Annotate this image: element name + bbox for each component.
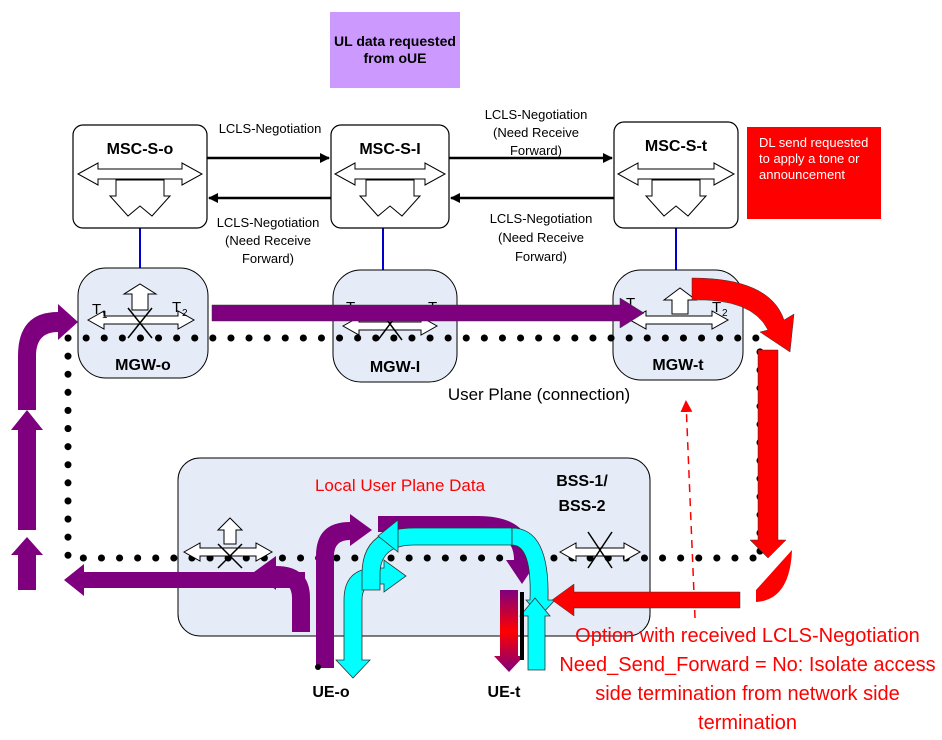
bss-label-line1: BSS-1/: [556, 473, 608, 490]
red-flow-arrow: [749, 349, 787, 559]
switch-icon: [76, 162, 204, 217]
user-plane-label: User Plane (connection): [448, 385, 630, 404]
dashed-annotation-arrow: [680, 400, 696, 619]
purple-flow-arrow: [64, 564, 305, 596]
option-annotation: Option with received LCLS-Negotiation Ne…: [559, 625, 936, 734]
termination-label: 2: [722, 308, 728, 319]
mgw-t-label: MGW-t: [652, 357, 704, 374]
mgw-i-label: MGW-I: [370, 359, 420, 376]
red-flow-arrow: [756, 550, 792, 602]
ue-o-dot: [315, 664, 321, 670]
cyan-flow-arrow: [335, 559, 407, 679]
user-plane-dotted-path: [64, 334, 764, 562]
purple-flow-arrow: [316, 514, 372, 668]
local-user-plane-label: Local User Plane Data: [315, 476, 486, 495]
edge-label: Forward): [515, 249, 567, 264]
edge-label: LCLS-Negotiation: [219, 121, 322, 136]
switch-icon: [86, 283, 196, 339]
purple-flow-arrow: [18, 304, 78, 410]
switch-icon: [628, 287, 730, 330]
msc-s-t-label: MSC-S-t: [645, 138, 708, 155]
termination-label: 2: [182, 308, 188, 319]
purple-flow-arrow: [11, 537, 43, 590]
ue-t-label: UE-t: [488, 684, 522, 701]
edge-label: LCLS-Negotiation: [490, 211, 593, 226]
red-flow-arrow: [691, 277, 795, 353]
edge-label: (Need Receive: [493, 125, 579, 140]
edge-label: (Need Receive: [225, 233, 311, 248]
dl-send-note: DL send requested to apply a tone or ann…: [747, 127, 881, 219]
cyan-flow-arrow: [511, 527, 556, 617]
mgw-o-label: MGW-o: [115, 357, 171, 374]
cyan-flow-arrow: [377, 519, 399, 553]
msc-s-o-label: MSC-S-o: [107, 141, 174, 158]
termination-label: T: [712, 299, 721, 316]
switch-icon: [182, 517, 274, 569]
purple-flow-arrow: [254, 556, 310, 632]
switch-icon: [558, 531, 642, 569]
purple-flow-arrow: [211, 297, 645, 329]
termination-label: 1: [102, 310, 108, 321]
ul-data-note: UL data requested from oUE: [330, 12, 460, 88]
edge-label: (Need Receive: [498, 230, 584, 245]
purple-flow-arrow: [11, 410, 43, 530]
edge-label: Forward): [510, 143, 562, 158]
msc-s-i-label: MSC-S-I: [359, 141, 420, 158]
switch-icon: [333, 162, 447, 217]
termination-label: T: [172, 299, 181, 316]
edge-label: Forward): [242, 251, 294, 266]
edge-label: LCLS-Negotiation: [485, 107, 588, 122]
ue-o-label: UE-o: [312, 684, 350, 701]
cyan-flow-arrow: [519, 597, 551, 671]
ue-t-downlink-arrow: [494, 590, 524, 672]
red-flow-arrow: [551, 583, 741, 617]
switch-icon: [616, 162, 736, 217]
termination-label: T: [92, 301, 101, 318]
termination-label: T: [626, 295, 635, 312]
bss-label-line2: BSS-2: [558, 498, 605, 515]
edge-label: LCLS-Negotiation: [217, 215, 320, 230]
